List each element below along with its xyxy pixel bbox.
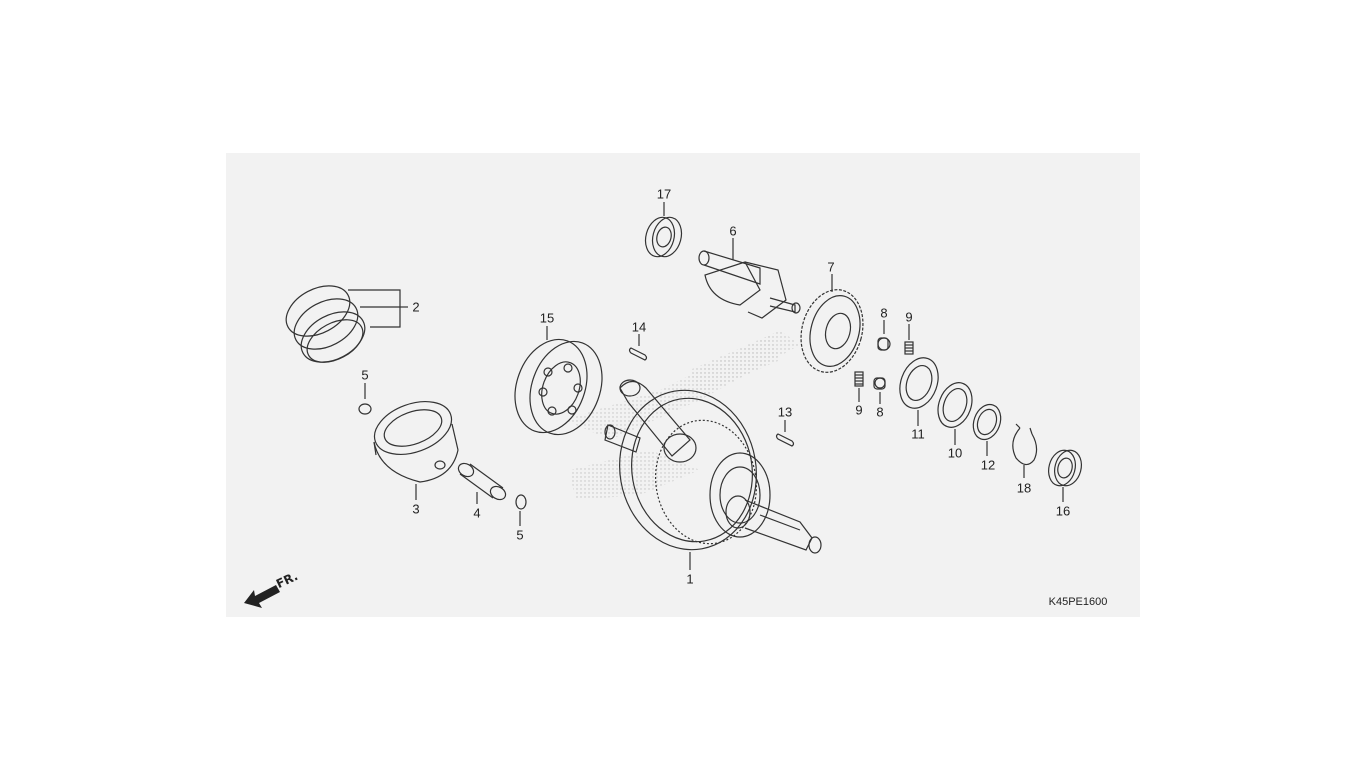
collar-8-upper <box>877 337 891 351</box>
key-13 <box>775 433 795 447</box>
callout-16: 16 <box>1055 503 1071 519</box>
balancer-gear <box>800 289 864 373</box>
callout-12: 12 <box>980 457 996 473</box>
callout-11: 11 <box>911 426 925 442</box>
collar-8-lower <box>873 377 886 390</box>
callout-8-upper: 8 <box>880 305 888 321</box>
bearing-large <box>514 338 603 436</box>
piston-rings <box>285 285 366 363</box>
callout-5-lower: 5 <box>516 527 524 543</box>
watermark-wing <box>565 330 800 500</box>
spring-9-lower <box>854 371 864 387</box>
washer-10 <box>937 382 973 428</box>
callout-1: 1 <box>686 571 694 587</box>
crankshaft <box>604 379 822 554</box>
callout-7: 7 <box>827 259 835 275</box>
spring-9-upper <box>904 341 914 355</box>
callout-17: 17 <box>656 186 672 202</box>
circlip-lower <box>515 494 527 510</box>
diagram-code: K45PE1600 <box>1048 596 1108 608</box>
callout-6: 6 <box>729 223 737 239</box>
callout-14: 14 <box>631 319 647 335</box>
circlip-upper <box>358 403 372 415</box>
leader-2 <box>348 289 408 328</box>
callout-5-upper: 5 <box>361 367 369 383</box>
circlip-18 <box>1012 423 1038 466</box>
balancer-shaft <box>698 250 801 319</box>
callout-15: 15 <box>539 310 555 326</box>
callout-9-lower: 9 <box>855 402 863 418</box>
key-14 <box>628 347 648 361</box>
callout-13: 13 <box>777 404 793 420</box>
bearing-17 <box>644 216 683 258</box>
callout-9-upper: 9 <box>905 309 913 325</box>
callout-3: 3 <box>412 501 420 517</box>
callout-2: 2 <box>412 299 420 315</box>
washer-12 <box>972 403 1002 441</box>
bearing-16 <box>1048 449 1082 487</box>
callout-10: 10 <box>947 445 963 461</box>
callout-18: 18 <box>1016 480 1032 496</box>
front-arrow-icon <box>244 585 280 608</box>
callout-8-lower: 8 <box>876 404 884 420</box>
washer-11 <box>899 357 939 409</box>
piston <box>373 401 459 483</box>
piston-pin <box>457 462 507 501</box>
callout-4: 4 <box>473 505 481 521</box>
